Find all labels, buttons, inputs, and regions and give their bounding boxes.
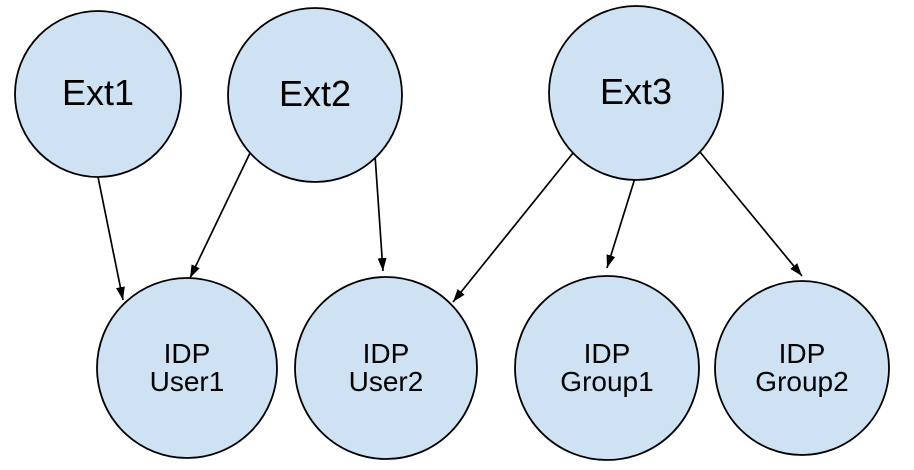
edge-ext3-to-idp-user2 — [452, 152, 574, 303]
node-ext2-circle — [227, 7, 403, 183]
node-idp-group1-label-line: IDP — [584, 338, 631, 369]
node-ext1-label-line: Ext1 — [62, 72, 134, 113]
node-ext2-label: Ext2 — [279, 73, 351, 114]
edge-ext1-to-idp-user1 — [97, 176, 125, 301]
edge-ext3-to-idp-group1 — [606, 177, 636, 269]
node-ext3-label: Ext3 — [600, 71, 672, 112]
node-idp-user1-circle — [96, 277, 278, 459]
edge-ext2-to-idp-user1 — [189, 152, 251, 279]
node-ext3: Ext3 — [548, 5, 724, 181]
node-idp-group2-circle — [714, 280, 890, 456]
node-idp-user1-label-line: IDP — [164, 338, 211, 369]
node-ext3-label-line: Ext3 — [600, 71, 672, 112]
node-idp-group1-circle — [514, 275, 700, 461]
edge-ext3-to-idp-group2 — [699, 151, 803, 277]
node-ext3-circle — [548, 5, 724, 181]
edge-ext2-to-idp-user2 — [374, 154, 387, 272]
node-ext2: Ext2 — [227, 7, 403, 183]
node-ext1: Ext1 — [14, 10, 182, 178]
node-idp-group2-label-line: IDP — [779, 338, 826, 369]
node-idp-user1-label-line: User1 — [150, 366, 225, 397]
node-idp-group1-label-line: Group1 — [560, 366, 653, 397]
node-ext1-circle — [14, 10, 182, 178]
node-ext1-label: Ext1 — [62, 72, 134, 113]
node-idp-user2-label-line: IDP — [363, 338, 410, 369]
node-idp-user2-circle — [294, 276, 478, 460]
node-ext2-label-line: Ext2 — [279, 73, 351, 114]
node-idp-group2-label-line: Group2 — [755, 366, 848, 397]
edge-layer — [97, 151, 803, 303]
node-idp-user2-label-line: User2 — [349, 366, 424, 397]
